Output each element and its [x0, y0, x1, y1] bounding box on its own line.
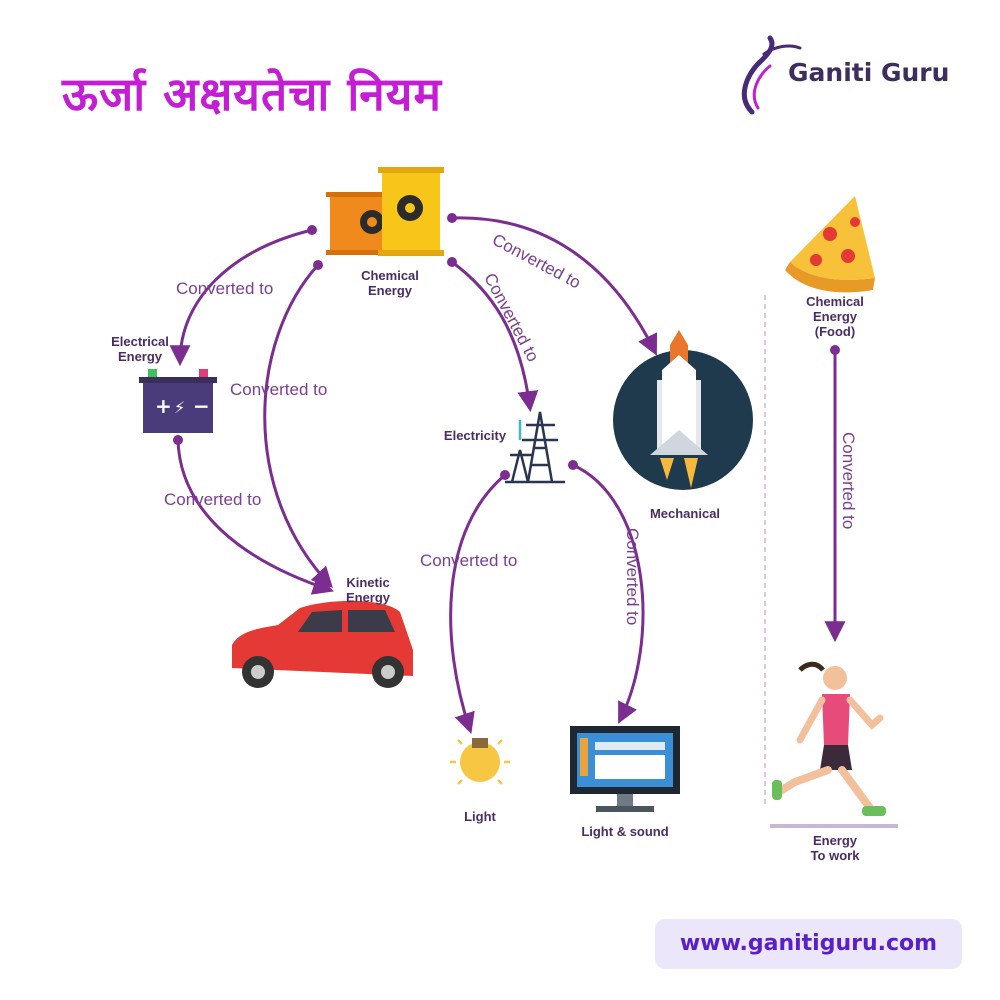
runner-icon [770, 661, 898, 828]
space-shuttle-icon [613, 330, 753, 490]
pizza-slice-icon [785, 196, 875, 293]
edge-label-chem-kinetic: Converted to [230, 380, 328, 399]
electricity-label: Electricity [443, 428, 507, 443]
edge-label-electricity-light: Converted to [420, 551, 518, 570]
light-sound-label: Light & sound [581, 824, 669, 839]
brand-name: Ganiti Guru [788, 58, 950, 87]
arrow-electricity-to-light [449, 473, 506, 734]
arrow-chem-to-kinetic [263, 263, 333, 589]
website-badge [655, 919, 962, 969]
edge-label-food-work: Converted to [839, 432, 858, 530]
svg-text:−: − [193, 394, 210, 418]
website-link[interactable]: www.ganitiguru.com [679, 931, 938, 956]
red-car-icon [232, 600, 413, 688]
arrow-electrical-to-kinetic [176, 439, 334, 595]
arrow-electricity-to-lightsound [572, 463, 645, 724]
arrow-chem-to-electricity [451, 260, 539, 413]
light-bulb-icon [450, 738, 510, 785]
svg-text:⚡: ⚡ [174, 398, 185, 417]
fuel-barrels-icon [326, 167, 444, 256]
battery-icon: + ⚡ − [139, 369, 217, 433]
svg-text:+: + [155, 394, 172, 418]
edge-label-electricity-lightsound: Converted to [623, 528, 642, 626]
arrow-chem-to-mechanical [451, 216, 658, 356]
page-title: ऊर्जा अक्षयतेचा नियम [62, 67, 442, 121]
light-label: Light [464, 809, 496, 824]
edge-label-electrical-kinetic: Converted to [164, 490, 262, 509]
computer-monitor-icon [570, 726, 680, 812]
edge-label-chem-electrical: Converted to [176, 279, 274, 298]
power-tower-icon [505, 411, 565, 484]
arrow-chem-to-electrical [169, 228, 313, 367]
ganiti-guru-logo-icon [741, 35, 802, 115]
mechanical-label: Mechanical [649, 506, 721, 521]
